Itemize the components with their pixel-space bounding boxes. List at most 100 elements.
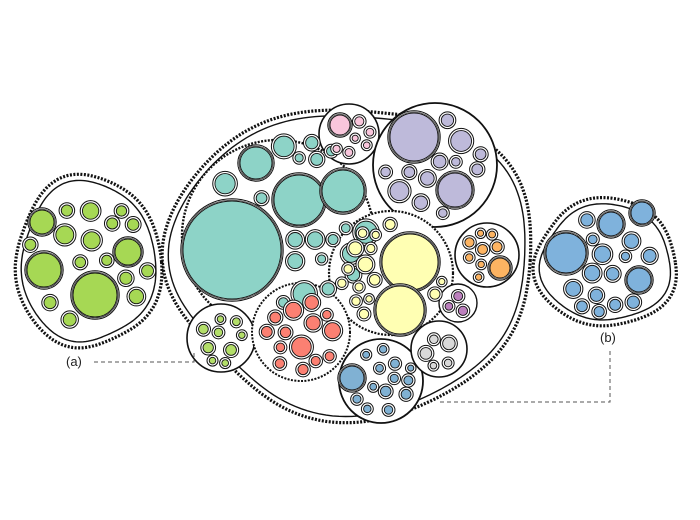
label-b: (b) bbox=[600, 330, 616, 345]
pink-circle-2 bbox=[360, 139, 373, 152]
teal-circle-15 bbox=[325, 231, 341, 248]
purple-circle-2-fill bbox=[444, 302, 454, 311]
blue-circle-6 bbox=[376, 342, 390, 356]
pink-circle-5 bbox=[349, 132, 361, 144]
inset-a-circle-12-fill bbox=[60, 204, 73, 217]
gray-circle-4 bbox=[427, 359, 440, 372]
inset-a-circle-10-fill bbox=[126, 218, 140, 231]
inset-b-circle-9 bbox=[581, 262, 603, 284]
gray-circle-1-fill bbox=[419, 347, 433, 360]
inset-a-circle-big-1 bbox=[112, 236, 144, 268]
inset-b-circle-10-fill bbox=[620, 251, 630, 261]
green-circle-1 bbox=[235, 329, 248, 342]
inset-a-circle-3-fill bbox=[74, 256, 87, 269]
inset-a-circle-13-fill bbox=[115, 205, 128, 217]
red-circle-7 bbox=[295, 361, 311, 378]
orange-circle-1 bbox=[462, 251, 476, 264]
purple-circle-0-fill bbox=[457, 305, 469, 316]
red-circle-11 bbox=[277, 324, 294, 341]
lavender-circle-7 bbox=[378, 164, 394, 180]
teal-circle-8 bbox=[270, 133, 297, 160]
inset-b-circle-8-fill bbox=[593, 306, 605, 318]
green-circle-5-fill bbox=[232, 317, 241, 327]
yellow-circle-7-fill bbox=[357, 228, 368, 238]
yellow-circle-8 bbox=[334, 276, 349, 291]
teal-circle-18-fill bbox=[255, 192, 268, 205]
inset-b-circle-big-3-ring2 bbox=[625, 266, 653, 294]
red-circle-6 bbox=[267, 309, 284, 326]
inset-a-circle-12 bbox=[58, 202, 76, 219]
inset-a-circle-5 bbox=[53, 223, 77, 247]
green-circle-4-fill bbox=[216, 315, 225, 323]
yellow-circle-13 bbox=[364, 241, 378, 256]
inset-b-circle-11 bbox=[585, 232, 600, 247]
lavender-circle-big-0-fill bbox=[389, 112, 439, 162]
inset-b-circle-big-2 bbox=[628, 199, 656, 227]
lavender-circle-7-fill bbox=[380, 166, 391, 178]
teal-circle-1 bbox=[212, 170, 238, 197]
inset-a-circle-1-fill bbox=[128, 288, 144, 305]
inset-b-circle-6-fill bbox=[565, 280, 582, 297]
lavender-circle-8-fill bbox=[389, 181, 410, 202]
inset-a-circle-big-0-fill bbox=[26, 252, 62, 288]
blue-circle-2 bbox=[377, 383, 394, 400]
yellow-circle-3-fill bbox=[348, 241, 363, 256]
inset-b-circle-11-fill bbox=[587, 234, 598, 245]
yellow-circle-big-0 bbox=[379, 231, 441, 293]
inset-b-circle-2-fill bbox=[593, 245, 612, 263]
green-circle-1-fill bbox=[238, 331, 246, 339]
lavender-circle-9-fill bbox=[420, 171, 435, 186]
teal-circle-big-3-ring2 bbox=[238, 145, 274, 181]
teal-circle-big-2-ring2 bbox=[320, 168, 366, 214]
teal-circle-big-2 bbox=[319, 167, 367, 215]
green-circle-3 bbox=[195, 321, 211, 337]
teal-circle-17-fill bbox=[310, 153, 324, 166]
orange-circle-7 bbox=[472, 271, 485, 283]
teal-circle-big-1 bbox=[271, 172, 327, 228]
teal-circle-14 bbox=[292, 151, 306, 165]
pink-circle-big-0-ring2 bbox=[328, 113, 352, 137]
green-circle-7-fill bbox=[208, 356, 217, 365]
inset-b-circle-0 bbox=[621, 231, 642, 252]
blue-circle-8-fill bbox=[369, 382, 378, 391]
yellow-circle-big-0-fill bbox=[381, 233, 439, 291]
blue-circle-0-fill bbox=[400, 388, 412, 400]
red-circle-13 bbox=[308, 353, 324, 369]
inset-b-circle-4 bbox=[578, 211, 596, 229]
inset-a-circle-2-fill bbox=[43, 296, 57, 310]
lavender-circle-10 bbox=[472, 146, 489, 163]
teal-circle-7 bbox=[338, 221, 353, 236]
blue-circle-1-fill bbox=[390, 358, 400, 369]
lavender-circle-6 bbox=[469, 161, 486, 178]
lavender-circle-11-fill bbox=[451, 157, 461, 167]
red-circle-11-fill bbox=[279, 326, 292, 339]
orange-circle-big-0 bbox=[487, 255, 513, 281]
blue-circle-big-0-ring2 bbox=[338, 364, 366, 392]
yellow-circle-1-fill bbox=[343, 264, 353, 274]
pink-circle-0-fill bbox=[344, 148, 354, 157]
inset-b-circle-7-fill bbox=[642, 249, 657, 263]
orange-circle-big-0-ring2 bbox=[488, 256, 512, 280]
blue-circle-2-fill bbox=[380, 385, 392, 398]
yellow-circle-big-1 bbox=[373, 283, 427, 337]
teal-circle-12-fill bbox=[287, 232, 303, 248]
orange-circle-5 bbox=[462, 235, 477, 250]
inset-b-circle-5-fill bbox=[609, 298, 622, 311]
yellow-circle-6-fill bbox=[365, 295, 373, 303]
yellow-circle-11-fill bbox=[429, 288, 441, 300]
inset-b-circle-12-fill bbox=[576, 300, 588, 313]
teal-circle-8-fill bbox=[273, 135, 295, 158]
pink-circle-3-fill bbox=[332, 144, 341, 153]
teal-circle-big-0-fill bbox=[182, 200, 282, 300]
inset-a-circle-1 bbox=[126, 286, 147, 307]
lavender-circle-8 bbox=[387, 178, 412, 204]
yellow-circle-4-fill bbox=[358, 308, 370, 320]
teal-circle-big-0-ring2 bbox=[181, 199, 283, 301]
red-circle-3-fill bbox=[260, 326, 273, 338]
green-circle-0 bbox=[223, 341, 240, 359]
teal-circle-4 bbox=[304, 229, 326, 250]
inset-b-circle-13 bbox=[624, 293, 643, 312]
inset-a-circle-11-fill bbox=[101, 254, 113, 266]
blue-circle-7-fill bbox=[403, 375, 414, 386]
inset-a-circle-big-2-fill bbox=[72, 272, 118, 318]
